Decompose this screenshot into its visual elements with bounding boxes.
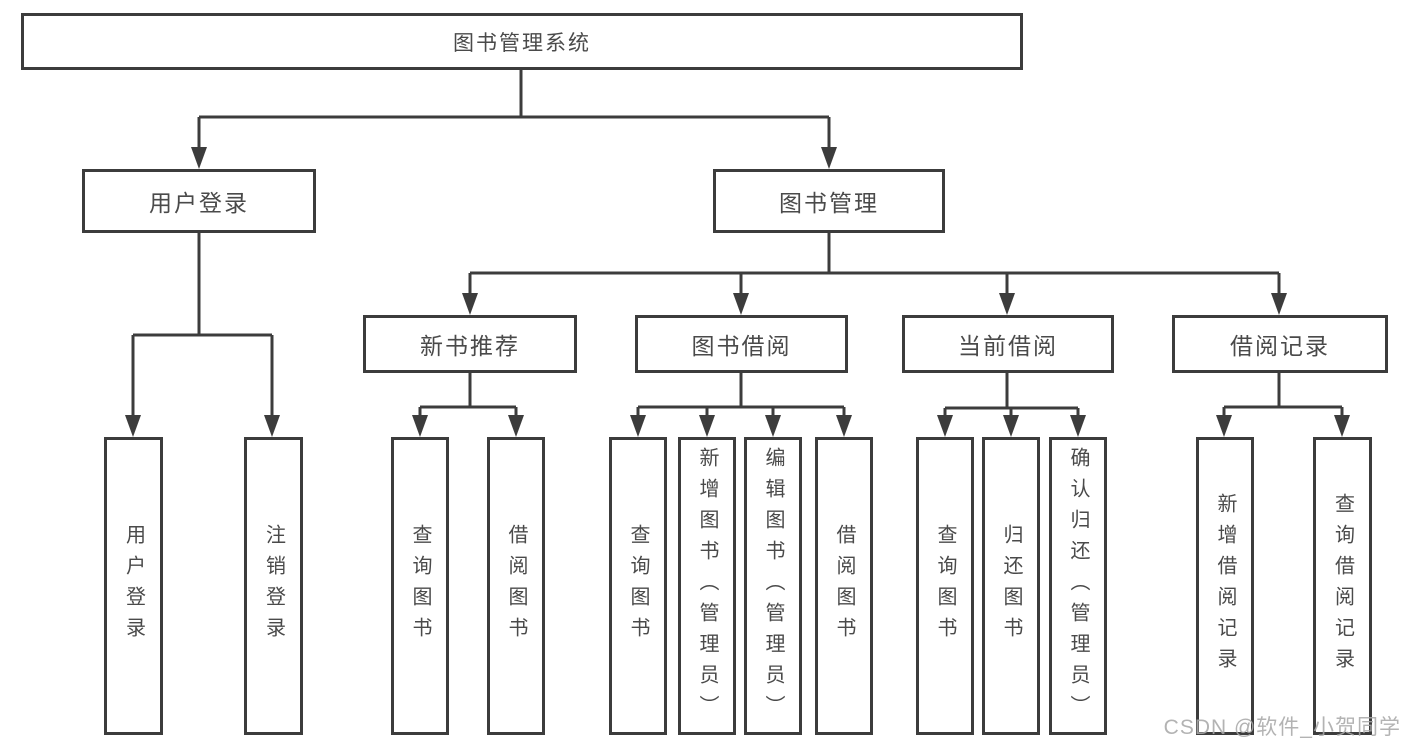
leaf-label: 查询图书: [409, 524, 431, 648]
leaf-label: 用户登录: [122, 524, 145, 648]
leaf-bb-borrow-books: 借阅图书: [815, 437, 873, 735]
leaf-user-login: 用户登录: [104, 437, 163, 735]
leaf-bb-add-books-admin: 新增图书（管理员）: [678, 437, 736, 735]
leaf-nbr-borrow-books: 借阅图书: [487, 437, 545, 735]
node-new-book-recommend: 新书推荐: [363, 315, 577, 373]
leaf-cb-return-books: 归还图书: [982, 437, 1040, 735]
leaf-br-query-record: 查询借阅记录: [1313, 437, 1372, 735]
leaf-bb-query-books: 查询图书: [609, 437, 667, 735]
node-root: 图书管理系统: [21, 13, 1023, 70]
node-book-management: 图书管理: [713, 169, 945, 233]
arrowheads: [125, 147, 1350, 437]
leaf-bb-edit-books-admin: 编辑图书（管理员）: [744, 437, 802, 735]
leaf-label: 注销登录: [262, 524, 285, 648]
leaf-label: 借阅图书: [505, 524, 527, 648]
node-user-login: 用户登录: [82, 169, 316, 233]
leaf-label: 确认归还（管理员）: [1067, 446, 1089, 726]
leaf-label: 新增图书（管理员）: [696, 446, 718, 726]
leaf-label: 新增借阅记录: [1214, 493, 1236, 679]
leaf-logout: 注销登录: [244, 437, 303, 735]
leaf-label: 查询图书: [627, 524, 649, 648]
leaf-nbr-query-books: 查询图书: [391, 437, 449, 735]
leaf-cb-confirm-return-admin: 确认归还（管理员）: [1049, 437, 1107, 735]
leaf-label: 借阅图书: [833, 524, 855, 648]
leaf-label: 查询借阅记录: [1331, 493, 1354, 679]
node-current-borrow: 当前借阅: [902, 315, 1114, 373]
leaf-label: 归还图书: [1000, 524, 1022, 648]
node-book-borrow: 图书借阅: [635, 315, 848, 373]
leaf-label: 编辑图书（管理员）: [762, 446, 784, 726]
leaf-br-add-record: 新增借阅记录: [1196, 437, 1254, 735]
leaf-label: 查询图书: [934, 524, 956, 648]
leaf-cb-query-books: 查询图书: [916, 437, 974, 735]
node-borrow-records: 借阅记录: [1172, 315, 1388, 373]
